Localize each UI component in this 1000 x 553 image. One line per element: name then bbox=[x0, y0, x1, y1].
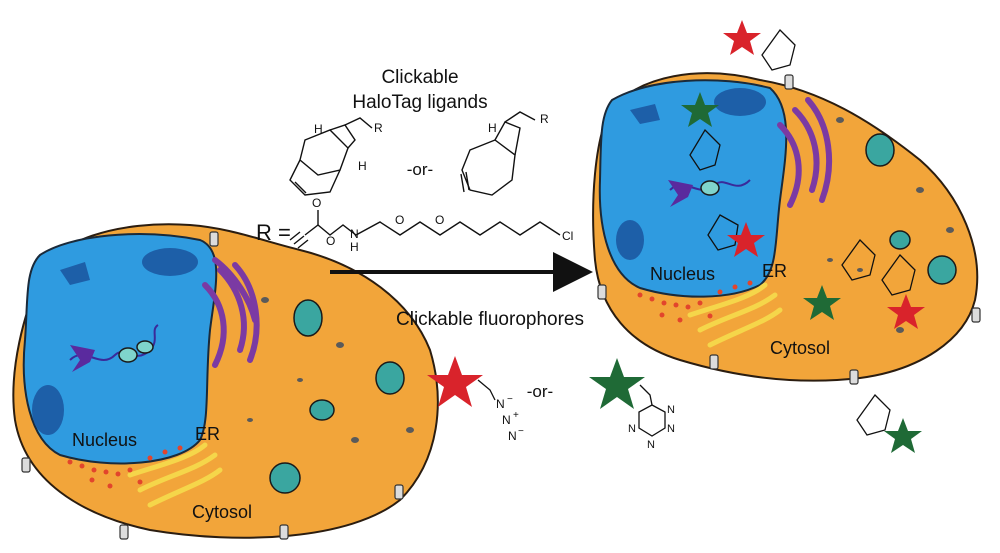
right-nucleosome bbox=[700, 180, 720, 196]
left-protein bbox=[70, 345, 95, 372]
azide-n3: N bbox=[508, 429, 517, 443]
right-golgi bbox=[777, 97, 833, 208]
azide-n2: N bbox=[502, 413, 511, 427]
tetrazine-ring bbox=[638, 384, 666, 437]
azide-minus1: − bbox=[507, 394, 513, 405]
azide-minus2: − bbox=[518, 426, 524, 437]
azide-group bbox=[477, 379, 496, 401]
left-er bbox=[127, 442, 223, 508]
ligands-title-line2: HaloTag ligands bbox=[352, 92, 487, 113]
r-atom-o4: O bbox=[435, 213, 444, 227]
right-nucleolus-3 bbox=[630, 104, 660, 124]
right-er-label: ER bbox=[762, 261, 787, 281]
conjugated-ligands bbox=[689, 28, 916, 436]
right-er bbox=[687, 282, 783, 348]
left-vesicles bbox=[247, 297, 414, 443]
ligand-structure-1 bbox=[289, 117, 373, 196]
stars bbox=[427, 20, 925, 453]
r-atom-cl: Cl bbox=[562, 229, 573, 243]
left-cytosol-label: Cytosol bbox=[192, 502, 252, 522]
or-top: -or- bbox=[407, 160, 433, 179]
left-nucleolus-2 bbox=[32, 385, 64, 435]
right-protein bbox=[668, 180, 693, 207]
left-nucleus bbox=[22, 233, 218, 465]
tetrazine-n1: N bbox=[667, 404, 675, 416]
right-nucleolus-2 bbox=[616, 220, 644, 260]
star-green-cytosol bbox=[803, 285, 841, 320]
star-red-nucleus bbox=[727, 222, 765, 257]
left-nucleosome bbox=[118, 347, 138, 363]
r-atom-n: N bbox=[350, 227, 359, 241]
left-cell: Nucleus ER Cytosol bbox=[12, 223, 439, 540]
star-red-azide bbox=[427, 356, 483, 407]
right-nucleolus-1 bbox=[714, 88, 766, 116]
ring1-h2: H bbox=[358, 159, 367, 173]
right-nucleus-label: Nucleus bbox=[650, 264, 715, 284]
or-bottom: -or- bbox=[527, 382, 553, 401]
left-ribosomes bbox=[67, 445, 183, 489]
star-green-nucleus bbox=[681, 92, 719, 127]
tetrazine-n2: N bbox=[667, 423, 675, 435]
r-atom-o1: O bbox=[312, 196, 321, 210]
r-atom-o3: O bbox=[395, 213, 404, 227]
ring1-h1: H bbox=[314, 122, 323, 136]
left-nucleosome-2 bbox=[136, 340, 154, 354]
left-nucleus-label: Nucleus bbox=[72, 430, 137, 450]
fluorophores-title: Clickable fluorophores bbox=[396, 309, 584, 330]
right-cytosol-label: Cytosol bbox=[770, 338, 830, 358]
r-atom-o2: O bbox=[326, 234, 335, 248]
right-cell: Nucleus ER Cytosol bbox=[592, 28, 981, 436]
right-membrane-proteins bbox=[597, 74, 981, 385]
left-nucleolus-1 bbox=[142, 248, 198, 276]
azide-plus: + bbox=[513, 410, 519, 421]
star-red-top bbox=[723, 20, 761, 55]
tetrazine-n4: N bbox=[647, 439, 655, 451]
right-mitochondria bbox=[865, 133, 957, 285]
ligands-title-line1: Clickable bbox=[381, 67, 458, 88]
tetrazine-n3: N bbox=[628, 423, 636, 435]
right-vesicles bbox=[827, 117, 954, 333]
star-green-tetrazine bbox=[589, 358, 645, 409]
azide-n1: N bbox=[496, 397, 505, 411]
ligand-structure-2 bbox=[460, 111, 536, 196]
left-nucleolus-3 bbox=[60, 262, 90, 285]
ring1-r: R bbox=[374, 121, 383, 135]
ring2-h: H bbox=[488, 121, 497, 135]
left-er-label: ER bbox=[195, 424, 220, 444]
r-equals-label: R = bbox=[256, 220, 291, 245]
left-mitochondria bbox=[269, 299, 405, 494]
r-atom-h: H bbox=[350, 240, 359, 254]
right-ribosomes bbox=[637, 280, 753, 323]
ligand-panel: Clickable HaloTag ligands H H R -or- H R… bbox=[256, 67, 675, 451]
ring2-r: R bbox=[540, 112, 549, 126]
left-membrane-proteins bbox=[21, 231, 404, 540]
star-red-cytosol bbox=[887, 294, 925, 329]
r-chain bbox=[289, 210, 561, 249]
left-golgi bbox=[202, 257, 260, 368]
star-green-bottom bbox=[884, 418, 922, 453]
